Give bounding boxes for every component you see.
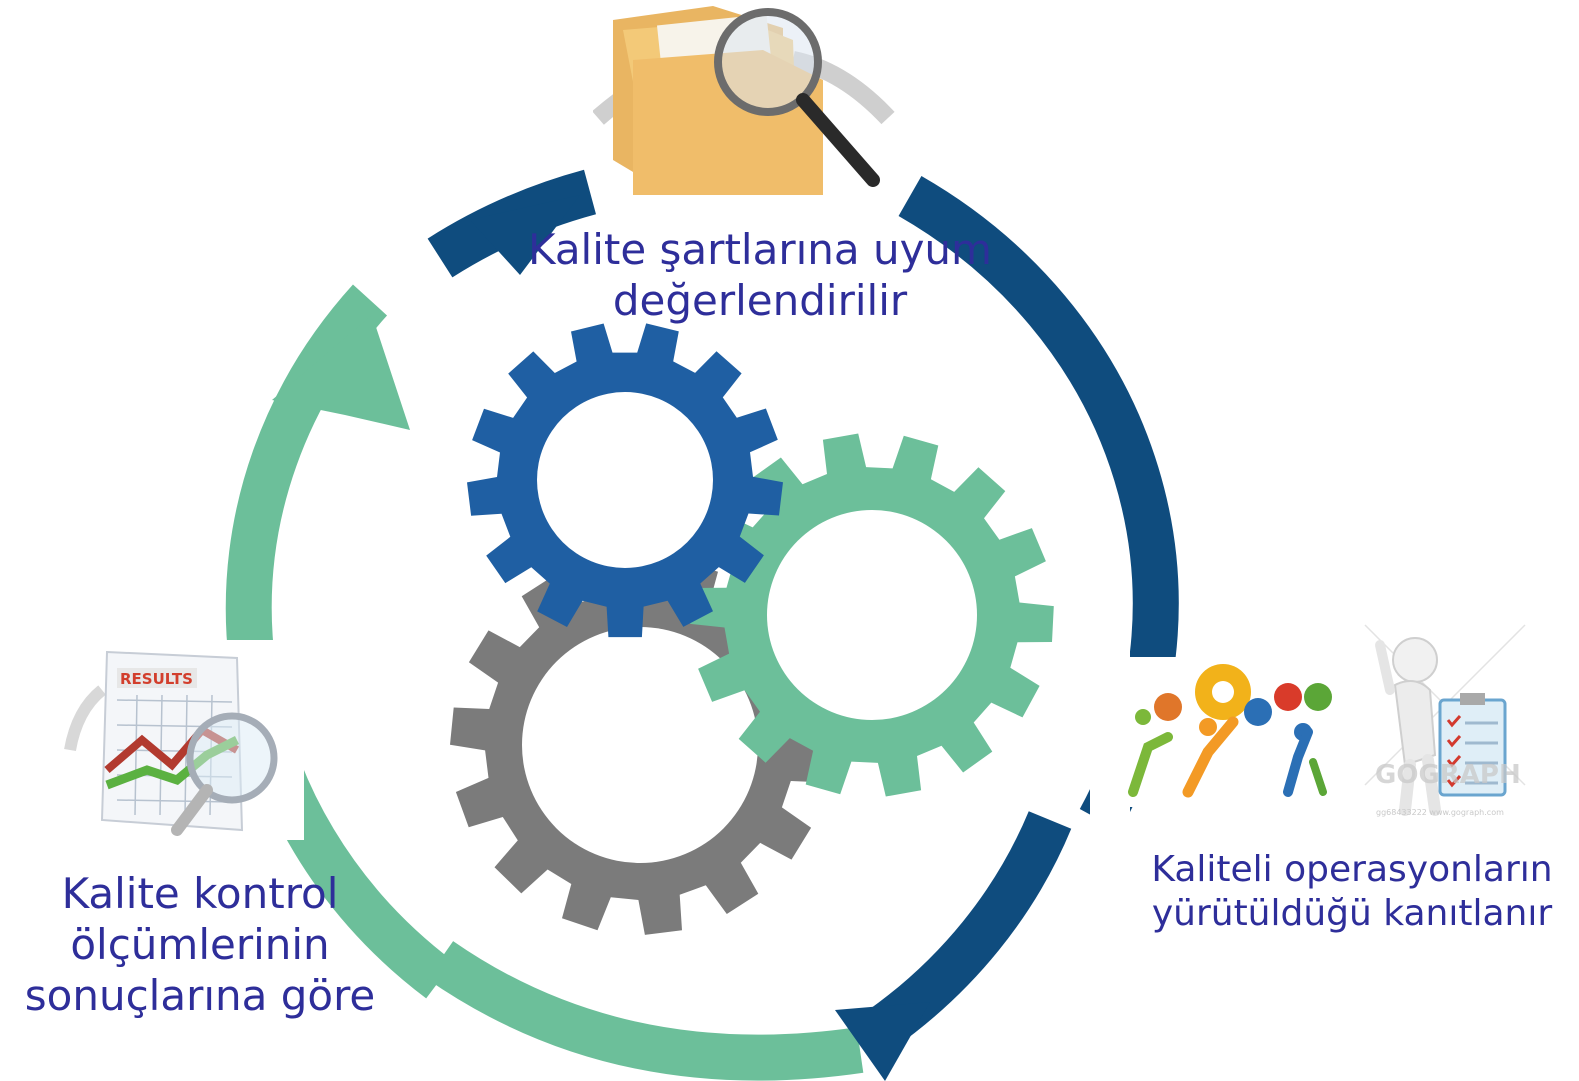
teamwork-gears-image [1113,657,1353,807]
arrowhead-blue-top-icon [470,195,580,275]
watermark-text: GOGRAPH [1375,760,1521,790]
label-top-line-1: Kalite şartlarına uyum [528,225,992,274]
label-left-line-3: sonuçlarına göre [24,971,376,1021]
watermark-id: gg68433222 www.gograph.com [1376,808,1504,817]
people-pushing-gears-icon [1128,664,1332,798]
label-left-line-1: Kalite kontrol [61,869,339,918]
label-top-line-2: değerlendirilir [612,276,908,326]
folder-magnifier-image [592,0,898,198]
results-chart-magnifier-icon: RESULTS [64,650,278,836]
label-quality-control-results: Kalite kontrol ölçümlerinin sonuçlarına … [0,868,400,1022]
label-compliance-assessed: Kalite şartlarına uyum değerlendirilir [490,224,1030,326]
label-right-line-1: Kaliteli operasyonların [1151,849,1553,890]
checklist-person-image: GOGRAPH [1360,615,1530,825]
ring-arc-blue-bottom-right [866,811,1072,1049]
label-right-line-2: yürütüldüğü kanıtlanır [1151,892,1553,934]
ring-arc-green-bottom [426,941,864,1081]
folder-magnifier-icon [592,6,895,195]
results-chart-image: RESULTS [62,640,304,840]
person-checklist-icon: GOGRAPH [1364,624,1526,816]
label-operations-evidenced: Kaliteli operasyonların yürütüldüğü kanı… [1125,848,1579,936]
arrowhead-green-icon [272,315,410,430]
gear-blue [467,323,783,638]
label-left-line-2: ölçümlerinin [70,920,330,970]
arrowhead-blue-bottom-icon [835,1002,930,1081]
gear-green [690,433,1054,797]
gears-cluster [450,323,1054,935]
results-heading: RESULTS [120,670,193,688]
